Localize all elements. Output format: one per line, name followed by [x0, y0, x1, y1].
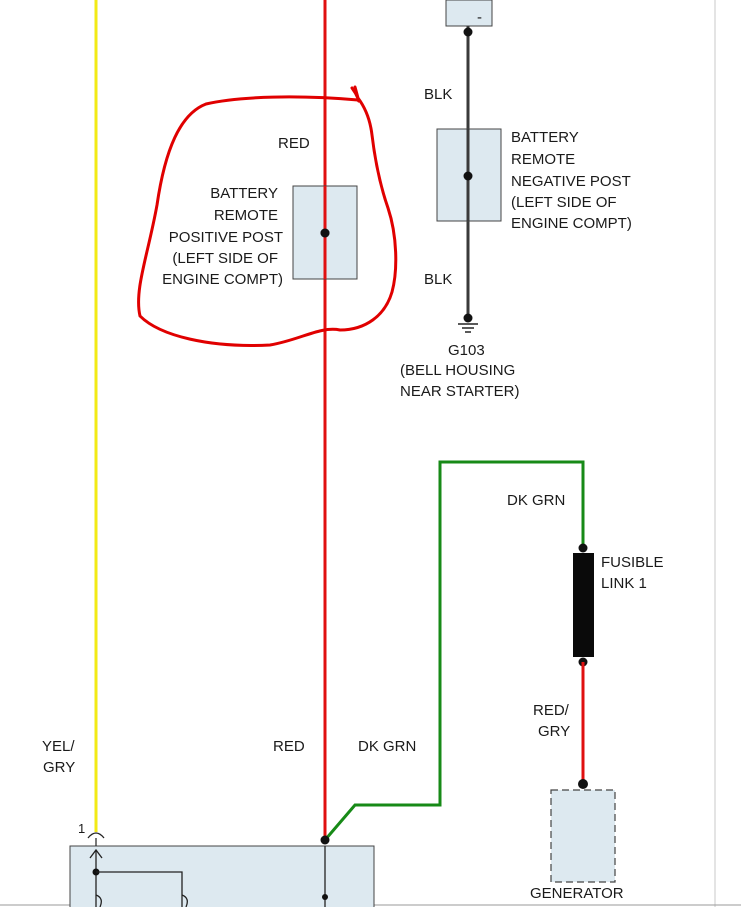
- pin-1-connector-symbol: [87, 832, 105, 839]
- red-dkgrn-junction-node: [320, 835, 330, 845]
- negative-post-label-3: NEGATIVE POST: [511, 173, 631, 190]
- red-gry-label-2: GRY: [538, 723, 570, 740]
- generator-label: GENERATOR: [530, 885, 624, 902]
- dk-grn-bottom-label: DK GRN: [358, 738, 416, 755]
- red-annotation-circle: [137, 85, 398, 347]
- red-top-label: RED: [278, 135, 310, 152]
- generator-box: [550, 789, 616, 883]
- pin-1-label: 1: [78, 821, 85, 836]
- positive-post-label-5: ENGINE COMPT): [162, 271, 283, 288]
- top-terminal-symbol: -: [477, 9, 482, 26]
- bottom-module-internal-bend: [95, 894, 102, 907]
- red-bottom-label: RED: [273, 738, 305, 755]
- blk-top-node: [463, 27, 473, 37]
- positive-post-node-dot: [320, 228, 330, 238]
- ground-location-label-2: NEAR STARTER): [400, 383, 519, 400]
- dk-grn-top-label: DK GRN: [507, 492, 565, 509]
- positive-post-label-1: BATTERY: [210, 185, 278, 202]
- blk-bottom-label: BLK: [424, 271, 452, 288]
- dk-grn-wire: [323, 460, 585, 841]
- yel-gry-label-2: GRY: [43, 759, 75, 776]
- bottom-module-internal-bend-2: [181, 894, 188, 907]
- bottom-module-box: [69, 845, 375, 907]
- ground-id-label: G103: [448, 342, 485, 359]
- positive-post-label-3: POSITIVE POST: [169, 229, 283, 246]
- fusible-link-top-node: [578, 543, 588, 553]
- blk-top-label: BLK: [424, 86, 452, 103]
- negative-post-node: [463, 171, 473, 181]
- red-gry-label-1: RED/: [533, 702, 570, 719]
- fusible-link-label-1: FUSIBLE: [601, 554, 664, 571]
- fusible-link-body: [573, 553, 594, 657]
- generator-node: [578, 779, 588, 789]
- negative-post-label-1: BATTERY: [511, 129, 579, 146]
- negative-post-label-5: ENGINE COMPT): [511, 215, 632, 232]
- positive-post-label-2: REMOTE: [214, 207, 278, 224]
- fusible-link-label-2: LINK 1: [601, 575, 647, 592]
- top-terminal-box: [445, 0, 493, 27]
- ground-node: [463, 313, 473, 323]
- ground-location-label-1: (BELL HOUSING: [400, 362, 515, 379]
- negative-post-label-2: REMOTE: [511, 151, 575, 168]
- negative-post-label-4: (LEFT SIDE OF: [511, 194, 617, 211]
- positive-post-label-4: (LEFT SIDE OF: [172, 250, 278, 267]
- bottom-module-red-node: [322, 894, 328, 900]
- yel-gry-label-1: YEL/: [42, 738, 75, 755]
